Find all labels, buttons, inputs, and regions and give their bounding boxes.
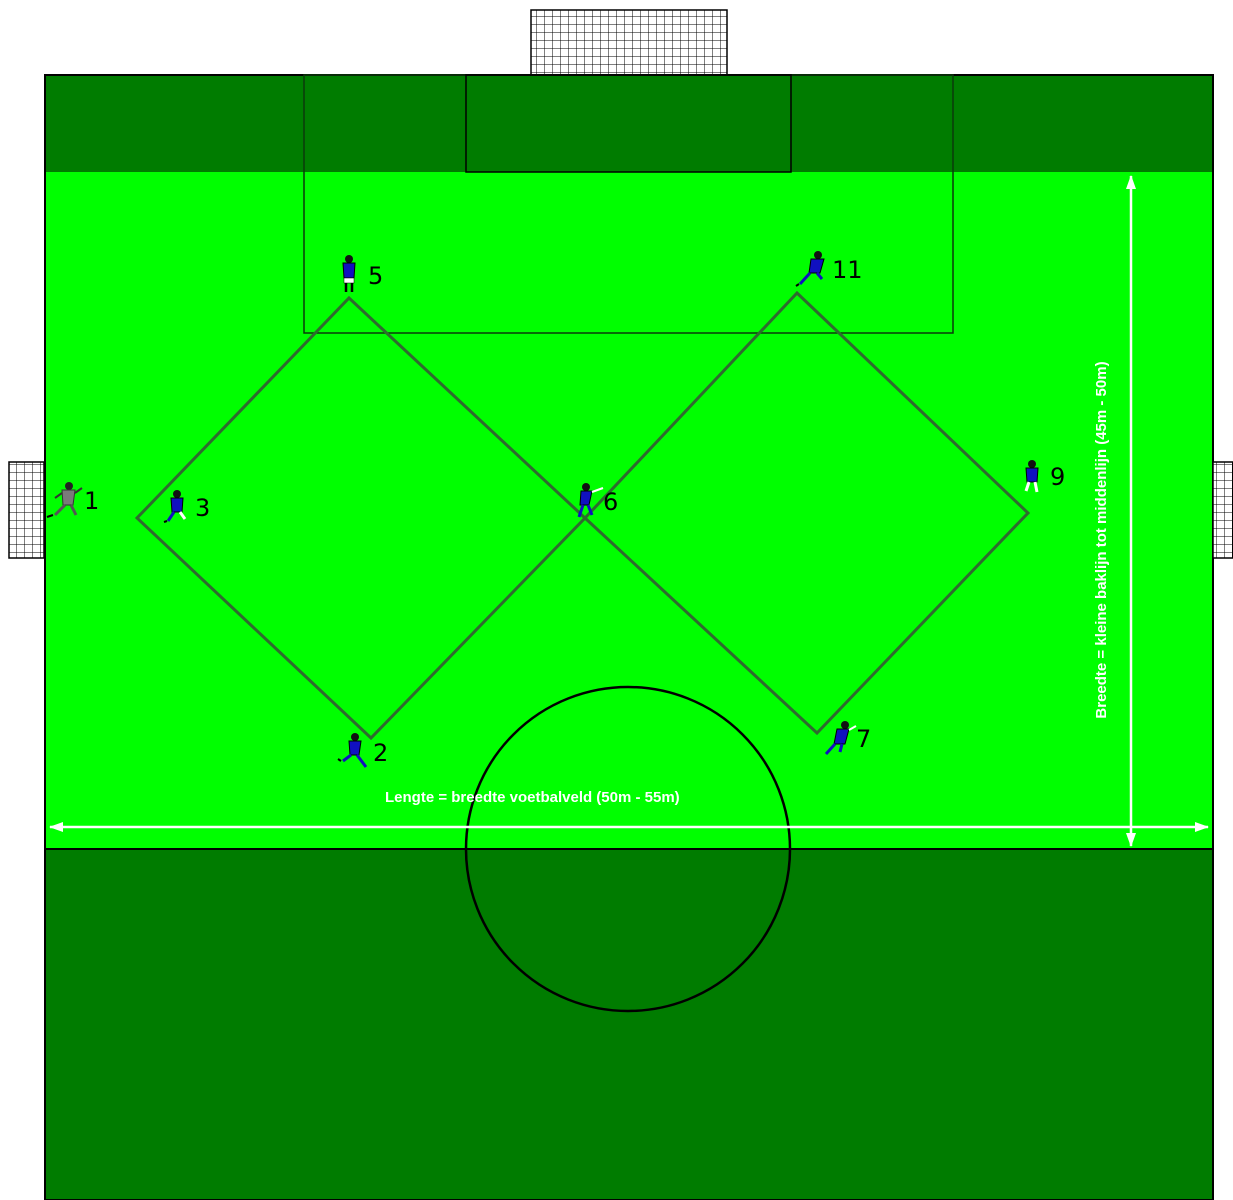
top-goal-net-icon [531, 10, 727, 75]
width-label: Breedte = kleine baklijn tot middenlijn … [1093, 361, 1110, 718]
player-number: 11 [832, 256, 863, 284]
player-number: 9 [1050, 463, 1065, 491]
player-number: 6 [603, 488, 618, 516]
pitch-light-zone [45, 172, 1213, 849]
length-label: Lengte = breedte voetbalveld (50m - 55m) [385, 789, 680, 806]
player-number: 3 [195, 494, 210, 522]
player-number: 5 [368, 262, 383, 290]
left-goal-net-icon [9, 462, 44, 558]
player-number: 2 [373, 739, 388, 767]
player-number: 1 [84, 487, 99, 515]
player-number: 7 [856, 725, 871, 753]
pitch-dark-top [45, 75, 1213, 172]
pitch-dark-bottom [45, 849, 1213, 1200]
right-goal-net-icon [1213, 462, 1233, 558]
